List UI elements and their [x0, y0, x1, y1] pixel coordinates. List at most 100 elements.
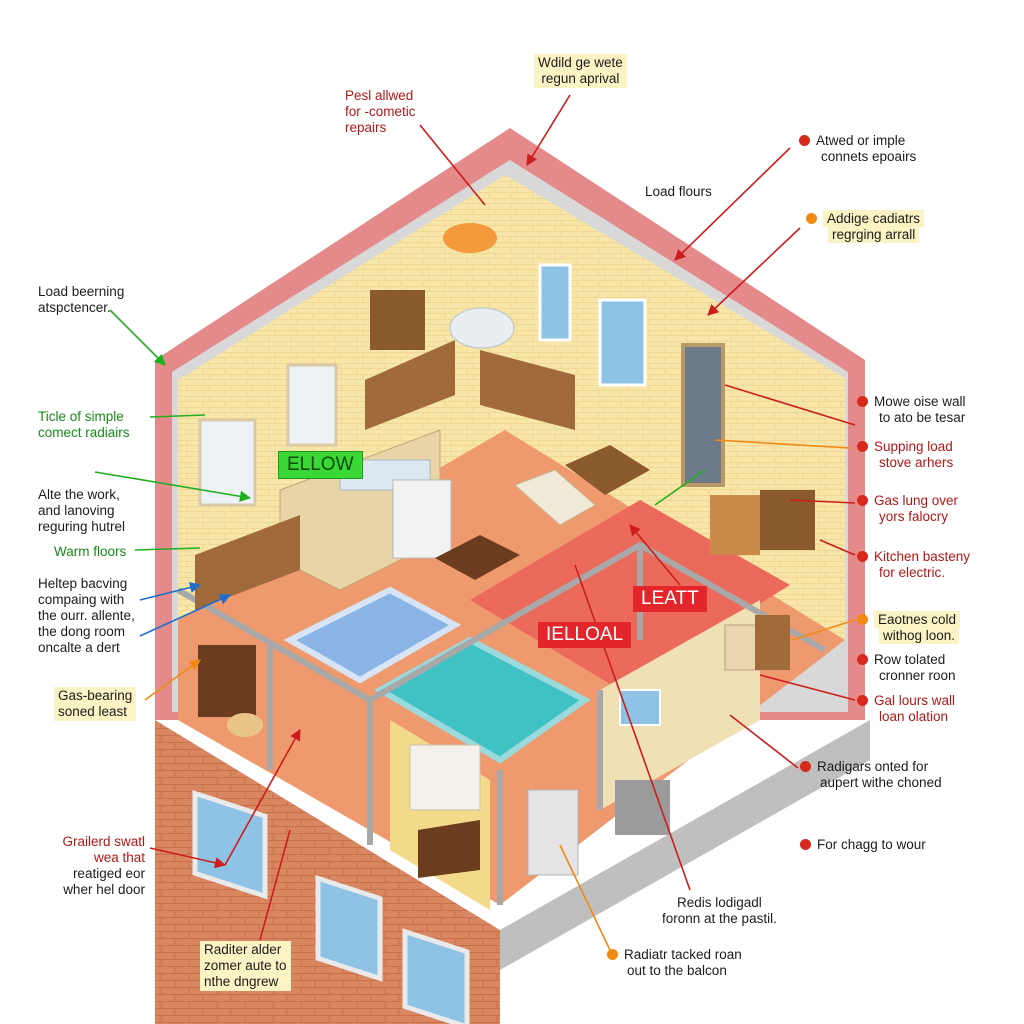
label-line: Gas lung over [874, 493, 959, 508]
label-gas-bearing: Gas-bearing soned least [54, 687, 137, 721]
label-line: reguring hutrel [38, 519, 126, 534]
window-lower-3 [402, 928, 470, 1024]
label-line: to ato be tesar [879, 410, 966, 425]
callout-arrow-icon [759, 674, 856, 701]
label-line: Ticle of simple [38, 409, 124, 424]
label-line: Pesl allwed [345, 88, 414, 103]
label-line: out to the balcon [627, 963, 727, 978]
tag-ielloal: IELLOAL [538, 622, 632, 648]
tag-ellow: ELLOW [278, 451, 363, 479]
label-line: oncalte a dert [38, 640, 120, 655]
red-bullet-icon [857, 441, 868, 452]
red-bullet-icon [857, 396, 868, 407]
callout-arrow-icon [139, 594, 232, 637]
label-line: wher hel door [63, 882, 145, 897]
label-line: regrging arrall [828, 226, 920, 243]
label-warm-floors: Warm floors [54, 544, 127, 559]
label-line: aupert withe choned [820, 775, 942, 790]
label-line: and lanoving [38, 503, 115, 518]
furniture [195, 290, 815, 878]
red-bullet-icon [799, 135, 810, 146]
callout-arrow-icon [791, 619, 856, 641]
label-line: nthe dngrew [204, 974, 279, 989]
partition-wall-right [600, 600, 760, 810]
label-heltep: Heltep bacving compaing with the ourr. a… [38, 576, 135, 656]
label-radiatr: Radiatr tacked roan out to the balcon [607, 947, 742, 979]
callout-arrow-icon [559, 844, 611, 951]
label-line: Radiatr tacked roan [624, 947, 742, 962]
label-line: wea that [93, 850, 145, 865]
label-line: Raditer alder [204, 942, 282, 957]
red-bullet-icon [857, 654, 868, 665]
label-line: cronner roon [879, 668, 956, 683]
tag-leatt: LEATT [633, 586, 707, 612]
callout-arrows [94, 94, 856, 951]
label-for-chagg: For chagg to wour [800, 837, 926, 853]
label-line: For chagg to wour [817, 837, 926, 852]
label-line: foronn at the pastil. [662, 911, 777, 926]
callout-arrow-icon [259, 829, 291, 941]
label-line: Redis lodigadl [677, 895, 762, 910]
interior-walls [176, 541, 827, 905]
label-line: Eaotnes cold [874, 611, 961, 628]
label-redis: Redis lodigadl foronn at the pastil. [662, 895, 777, 927]
label-supping-load: Supping load stove arhers [857, 439, 953, 471]
callout-arrow-icon [109, 309, 166, 366]
label-line: reatiged eor [72, 866, 145, 881]
callout-arrow-icon [729, 714, 799, 769]
label-load-flours: Load flours [645, 184, 712, 199]
label-top-right-2: Addige cadiatrs regrging arrall [806, 210, 925, 243]
red-bullet-icon [800, 761, 811, 772]
label-line: Row tolated [874, 652, 946, 667]
label-line: yors falocry [879, 509, 949, 524]
red-bullet-icon [800, 839, 811, 850]
label-line: atspctencer. [38, 300, 111, 315]
ceiling-lamp [443, 223, 497, 253]
label-row-tolated: Row tolated cronner roon [857, 652, 956, 684]
label-line: Load beerning [38, 284, 125, 299]
label-line: Supping load [874, 439, 953, 454]
label-line: loan olation [879, 709, 949, 724]
callout-arrow-icon [526, 94, 571, 166]
label-line: for electric. [879, 565, 946, 580]
label-line: stove arhers [879, 455, 954, 470]
red-bullet-icon [857, 551, 868, 562]
label-grailerd: Grailerd swatl wea that reatiged eor whe… [50, 834, 145, 898]
red-bullet-icon [857, 695, 868, 706]
callout-arrow-icon [707, 227, 801, 316]
callout-arrow-icon [419, 124, 486, 206]
callout-arrow-icon [149, 414, 206, 418]
callout-arrow-icon [94, 471, 252, 502]
label-kitchen-basteny: Kitchen basteny for electric. [857, 549, 970, 581]
orange-bullet-icon [857, 614, 868, 625]
orange-bullet-icon [806, 213, 817, 224]
callout-arrow-icon [674, 147, 791, 261]
label-line: comect radiairs [38, 425, 130, 440]
back-windows [198, 263, 725, 507]
label-line: for -cometic [345, 104, 416, 119]
window-lower-1 [192, 790, 268, 900]
callout-arrow-icon [149, 847, 227, 869]
label-top-center: Wdild ge wete regun aprival [534, 54, 627, 88]
label-move-wall: Mowe oise wall to ato be tesar [857, 394, 966, 426]
label-line: Heltep bacving [38, 576, 128, 591]
label-line: Mowe oise wall [874, 394, 966, 409]
bath-tub [283, 586, 462, 684]
label-line: Radigars onted for [817, 759, 929, 774]
label-radigars: Radigars onted for aupert withe choned [800, 759, 942, 791]
label-line: regun aprival [541, 71, 620, 86]
callout-arrow-icon [724, 384, 856, 426]
label-line: the dong room [38, 624, 126, 639]
label-line: Wdild ge wete [538, 55, 623, 70]
label-line: the ourr. allente, [38, 608, 135, 623]
callout-arrow-icon [134, 547, 201, 551]
label-line: Gal lours wall [874, 693, 956, 708]
callout-arrow-icon [819, 539, 856, 556]
label-line: soned least [58, 704, 128, 719]
label-top-left: Pesl allwed for -cometic repairs [345, 88, 416, 136]
label-load-bearing: Load beerning atspctencer. [38, 284, 124, 316]
window-lower-2 [315, 875, 383, 982]
label-line: Addige cadiatrs [823, 210, 925, 227]
label-top-right-1: Atwed or imple connets epoairs [799, 133, 916, 165]
